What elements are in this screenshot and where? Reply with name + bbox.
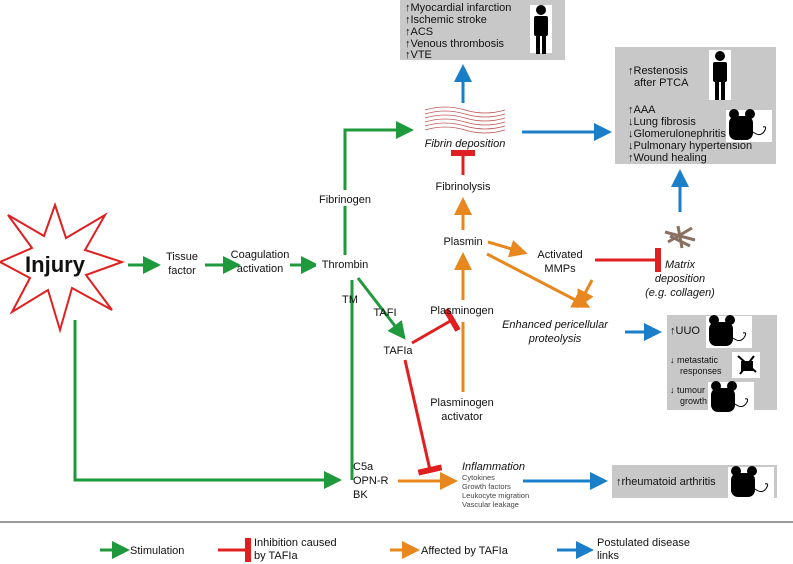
- disease-item: ↓ metastatic: [670, 355, 719, 365]
- legend-affected-label: Affected by TAFIa: [421, 545, 509, 557]
- legend-disease-label: Postulated disease: [597, 537, 690, 549]
- disease-item: ↑ACS: [405, 26, 433, 38]
- disease-item: ↑Venous thrombosis: [405, 38, 505, 50]
- mouse-icon: [707, 380, 755, 415]
- mouse-icon: [705, 314, 753, 349]
- proteolysis-label-2: proteolysis: [528, 333, 582, 345]
- tissue-factor-node: Tissue factor: [166, 251, 198, 277]
- arrow-plasmin-mmps: [487, 239, 528, 258]
- c5a-label: C5a: [353, 461, 374, 473]
- plasmin-label: Plasmin: [443, 236, 482, 248]
- inhibit-tafia-inflammation: [403, 359, 443, 476]
- pa-label: Plasminogen: [430, 397, 494, 409]
- legend-stimulation-label: Stimulation: [130, 545, 184, 557]
- disease-item: ↑UUO: [670, 325, 700, 337]
- injury-node: Injury: [0, 201, 126, 334]
- fibrin-deposition-label: Fibrin deposition: [425, 138, 506, 150]
- fibrinolysis-label: Fibrinolysis: [435, 181, 491, 193]
- tissue-factor-label: Tissue: [166, 251, 198, 263]
- opnr-label: OPN-R: [353, 475, 389, 487]
- inflammation-item: Cytokines: [462, 473, 495, 482]
- disease-item: ↑Wound healing: [628, 152, 707, 164]
- thrombin-label: Thrombin: [322, 259, 368, 271]
- inflammation-item: Leukocyte migration: [462, 491, 529, 500]
- tafia-label: TAFIa: [383, 345, 413, 357]
- disease-item: ↑rheumatoid arthritis: [616, 476, 716, 488]
- mouse-icon: [725, 108, 773, 143]
- matrix-label: Matrix: [665, 259, 695, 271]
- disease-item: responses: [680, 366, 722, 376]
- legend-inhibition-label: Inhibition caused: [254, 537, 337, 549]
- ra-disease-box: ↑rheumatoid arthritis: [612, 465, 777, 500]
- collagen-icon: [664, 225, 696, 249]
- mouse-icon: [727, 465, 775, 500]
- legend: Stimulation Inhibition caused by TAFIa A…: [100, 537, 690, 562]
- disease-item: ↑Restenosis: [628, 65, 688, 77]
- legend-inhibition-label-2: by TAFIa: [254, 550, 298, 562]
- fibrin-mesh-icon: [424, 106, 506, 134]
- tissue-factor-label-2: factor: [168, 265, 196, 277]
- mmps-label: Activated: [537, 249, 582, 261]
- coagulation-label: Coagulation: [231, 249, 290, 261]
- disease-item: after PTCA: [634, 77, 689, 89]
- legend-disease-label-2: links: [597, 550, 620, 562]
- inhibit-tafia-plasminogen: [411, 308, 461, 345]
- matrix-label-2: deposition: [655, 273, 705, 285]
- injury-label: Injury: [25, 252, 86, 277]
- mmps-label-2: MMPs: [544, 263, 576, 275]
- tumour-cell-icon: [737, 355, 757, 375]
- disease-item: ↓Pulmonary hypertension: [628, 140, 752, 152]
- arrow-thrombin-fibrin: [343, 121, 414, 255]
- arrow-injury-mediators: [73, 320, 342, 489]
- coagulation-label-2: activation: [237, 263, 283, 275]
- tm-label: TM: [342, 294, 358, 306]
- tafi-label: TAFI: [373, 307, 396, 319]
- disease-item: ↑AAA: [628, 104, 656, 116]
- matrix-label-3: (e.g. collagen): [645, 287, 715, 299]
- arrow-plasmin-proteolysis: [486, 252, 591, 308]
- inflammation-item: Growth factors: [462, 482, 511, 491]
- disease-item: ↑Ischemic stroke: [405, 14, 487, 26]
- proteolysis-label: Enhanced pericellular: [502, 319, 609, 331]
- arrow-thrombin-tafia: [356, 277, 406, 340]
- right-disease-box: ↑Restenosis after PTCA ↑AAA ↓Lung fibros…: [615, 47, 776, 164]
- disease-item: ↓Glomerulonephritis: [628, 128, 726, 140]
- disease-item: ↓ tumour: [670, 385, 705, 395]
- disease-item: ↓Lung fibrosis: [628, 116, 696, 128]
- inflammation-label: Inflammation: [462, 461, 525, 473]
- disease-item: ↑Myocardial infarction: [405, 2, 511, 14]
- disease-item: ↑VTE: [405, 49, 432, 61]
- coagulation-node: Coagulation activation: [231, 249, 290, 275]
- proteolysis-disease-box: ↑UUO ↓ metastatic responses ↓ tumour gro…: [667, 314, 777, 415]
- top-disease-box: ↑Myocardial infarction ↑Ischemic stroke …: [400, 0, 565, 61]
- inflammation-item: Vascular leakage: [462, 500, 519, 509]
- pa-label-2: activator: [441, 411, 483, 423]
- injury-burst-icon: [0, 201, 126, 334]
- fibrinogen-label: Fibrinogen: [319, 194, 371, 206]
- disease-item: growth: [680, 396, 707, 406]
- arrow-mmps-proteolysis: [577, 279, 594, 309]
- bk-label: BK: [353, 489, 368, 501]
- plasminogen-label: Plasminogen: [430, 305, 494, 317]
